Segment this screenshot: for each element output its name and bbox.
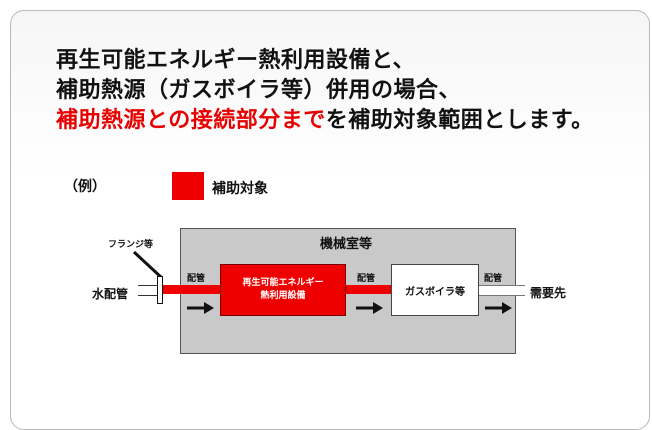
heading-line-3: 補助熱源との接続部分までを補助対象範囲とします。 (56, 106, 646, 136)
flange (157, 276, 163, 304)
flange-leader-line (132, 250, 164, 280)
machine-room-label: 機械室等 (320, 237, 373, 252)
heading-line-2: 補助熱源（ガスボイラ等）併用の場合、 (56, 78, 462, 103)
legend-swatch (172, 172, 204, 200)
example-label: （例） (64, 179, 106, 195)
heading-highlight: 補助熱源との接続部分まで (56, 108, 326, 133)
flow-arrow-3-icon (485, 302, 512, 314)
flange-label: フランジ等 (108, 240, 154, 250)
slide-frame (10, 10, 650, 430)
red-pipe-connection (346, 285, 391, 294)
flow-arrow-1-icon (187, 302, 214, 314)
heading-line-1: 再生可能エネルギー熱利用設備と、 (56, 48, 416, 73)
heading-line-3-rest: を補助対象範囲とします。 (325, 108, 594, 133)
flow-arrow-2-icon (356, 302, 383, 314)
water-pipe-label: 水配管 (92, 287, 129, 301)
pipe-label-2: 配管 (357, 274, 376, 284)
renewable-box-line-2: 熱利用設備 (260, 291, 306, 301)
pipe-label-3: 配管 (484, 274, 503, 284)
slide-heading: 再生可能エネルギー熱利用設備と、 補助熱源（ガスボイラ等）併用の場合、 補助熱源… (56, 46, 646, 136)
red-pipe-inlet (163, 285, 220, 294)
legend-label: 補助対象 (212, 181, 268, 197)
renewable-heat-equipment-box: 再生可能エネルギー 熱利用設備 (220, 264, 346, 316)
gas-boiler-box: ガスボイラ等 (391, 264, 479, 316)
pipe-label-1: 配管 (187, 274, 206, 284)
water-pipe (138, 285, 158, 296)
demand-destination-label: 需要先 (530, 286, 567, 300)
outlet-pipe (479, 285, 525, 296)
gas-boiler-label: ガスボイラ等 (405, 286, 465, 298)
renewable-box-line-1: 再生可能エネルギー (242, 278, 324, 288)
